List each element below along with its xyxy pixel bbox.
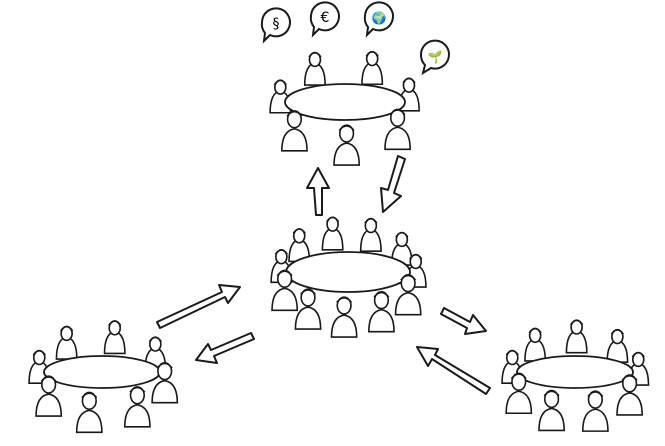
arrow-center-to-left: [196, 333, 254, 363]
person: [295, 289, 320, 329]
table-top: [285, 84, 405, 120]
paragraph-icon: §: [273, 16, 280, 32]
person: [125, 387, 150, 427]
person: [361, 219, 381, 252]
person: [105, 321, 125, 354]
arrow-center-to-top: [307, 168, 329, 215]
person: [566, 320, 586, 353]
group-top: [270, 52, 419, 165]
person: [282, 111, 307, 151]
person: [385, 109, 410, 149]
group-right: [502, 320, 648, 431]
person: [525, 328, 545, 361]
table-right: [517, 356, 633, 388]
person: [77, 392, 102, 432]
person: [334, 125, 359, 165]
bubble-euro: €: [311, 2, 339, 35]
leaf-icon: 🌱: [428, 50, 443, 64]
bubble-paragraph: §: [262, 8, 290, 41]
group-left: [29, 321, 177, 432]
bubble-globe: 🌍: [365, 2, 393, 35]
person: [583, 391, 608, 431]
person: [56, 326, 76, 359]
person: [539, 391, 564, 431]
table-center: [286, 252, 410, 292]
person: [332, 297, 357, 337]
person: [607, 330, 627, 363]
person: [305, 53, 325, 86]
arrow-top-to-center: [381, 156, 405, 212]
globe-icon: 🌍: [372, 11, 387, 25]
table-left: [44, 356, 160, 388]
person: [362, 52, 382, 85]
arrow-center-to-right: [441, 308, 486, 334]
person: [322, 217, 342, 250]
discussion-groups: [29, 52, 648, 433]
arrow-right-to-center: [417, 347, 490, 394]
group-center: [271, 217, 426, 337]
bubble-leaf: 🌱: [421, 41, 449, 73]
euro-icon: €: [321, 10, 330, 26]
arrow-left-to-center: [157, 285, 240, 328]
person: [369, 292, 394, 332]
